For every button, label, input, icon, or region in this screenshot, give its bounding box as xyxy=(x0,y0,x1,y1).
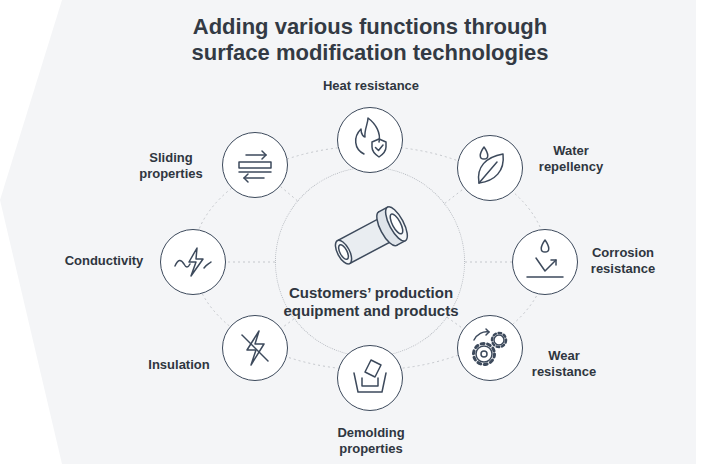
gear-icon xyxy=(474,329,507,365)
function-label: Sliding properties xyxy=(126,150,216,182)
function-circle: Demolding properties xyxy=(337,345,403,411)
function-label: Insulation xyxy=(134,357,224,373)
dotted-connector xyxy=(226,262,275,263)
function-label: Wear resistance xyxy=(519,348,609,380)
function-circle: Wear resistance xyxy=(457,315,523,381)
mold-icon xyxy=(354,360,386,392)
leaf-icon xyxy=(478,147,503,183)
insulation-icon xyxy=(242,331,268,365)
dotted-connector xyxy=(281,319,293,328)
conductivity-icon xyxy=(175,248,211,276)
pipe-illustration xyxy=(329,204,411,272)
product-circle: Customers’ production equipment and prod… xyxy=(275,167,465,357)
dotted-connector xyxy=(280,186,297,200)
function-circle: Conductivity xyxy=(160,229,226,295)
function-label: Corrosion resistance xyxy=(578,245,668,277)
corrosion-icon xyxy=(527,240,563,277)
dotted-connector xyxy=(465,262,512,263)
function-circle: Sliding properties xyxy=(222,132,288,198)
function-circle: Corrosion resistance xyxy=(512,229,578,295)
dotted-connector xyxy=(445,188,464,203)
function-label: Demolding properties xyxy=(311,425,431,457)
function-label: Conductivity xyxy=(54,253,154,269)
title-area: Adding various functions through surface… xyxy=(160,14,580,66)
function-circle: Heat resistance xyxy=(337,107,403,173)
function-label: Heat resistance xyxy=(291,78,451,94)
function-circle: Insulation xyxy=(222,315,288,381)
center-label: Customers’ production equipment and prod… xyxy=(271,284,471,320)
function-circle: Water repellency xyxy=(457,135,523,201)
function-label: Water repellency xyxy=(526,143,616,175)
flame-icon xyxy=(356,118,386,157)
dotted-connector xyxy=(447,317,463,328)
diagram-title: Adding various functions through surface… xyxy=(160,14,580,66)
sliding-icon xyxy=(239,151,271,182)
